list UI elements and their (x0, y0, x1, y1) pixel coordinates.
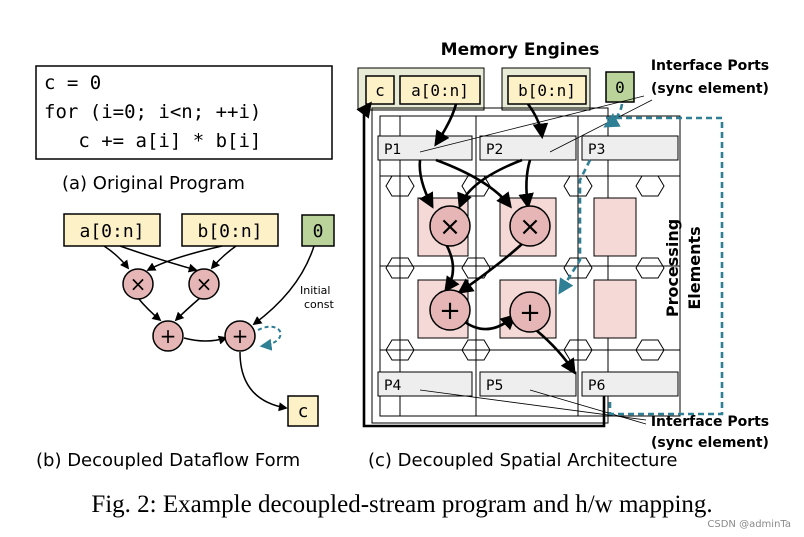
mapping-arrows (356, 101, 606, 428)
port-p1-label: P1 (384, 142, 401, 158)
port-p5 (479, 371, 577, 397)
mul-node-1-label: × (130, 272, 147, 296)
dashed-routing (558, 103, 724, 416)
feedback-loop-arrow (257, 325, 282, 351)
caption-b: (b) Decoupled Dataflow Form (36, 450, 300, 471)
mem-const-box (605, 71, 635, 103)
figure-caption: Fig. 2: Example decoupled-stream program… (91, 491, 712, 518)
memory-engines: c a[0:n] b[0:n] 0 (357, 67, 635, 111)
pe-add-2-label: + (519, 298, 541, 328)
stream-b-box (181, 213, 279, 247)
pe-add-2 (509, 291, 551, 333)
dataflow-edges (103, 245, 315, 412)
port-p5-label: P5 (486, 378, 503, 394)
pe-6 (593, 279, 637, 339)
mem-b-box (507, 75, 587, 105)
mem-b-label: b[0:n] (518, 81, 576, 100)
pe-label-2: Elements (685, 226, 704, 309)
annotation-lines (419, 95, 653, 425)
port-p4 (377, 371, 473, 397)
code-line-2: for (i=0; i<n; ++i) (44, 101, 261, 123)
mem-const-label: 0 (615, 78, 625, 97)
caption-a: (a) Original Program (62, 173, 245, 194)
add-node-2-label: + (232, 324, 249, 348)
code-line-3: c += a[i] * b[i] (44, 130, 261, 152)
add-node-1 (152, 320, 184, 352)
caption-c: (c) Decoupled Spatial Architecture (368, 450, 677, 471)
pe-add-1-label: + (439, 296, 461, 326)
add-node-2 (224, 320, 256, 352)
stream-a-label: a[0:n] (79, 221, 144, 242)
add-node-1-label: + (160, 324, 177, 348)
const-label: 0 (313, 221, 324, 242)
initial-const-note-2: const (304, 298, 334, 311)
port-p2 (479, 135, 577, 161)
mul-node-1 (122, 268, 154, 300)
mem-c-label: c (375, 81, 385, 100)
pe-mul-2 (509, 205, 551, 247)
port-p1 (377, 135, 473, 161)
output-c-box (287, 395, 319, 427)
pe-mul-1-label: × (439, 212, 461, 242)
watermark: CSDN @adminTa (707, 519, 791, 530)
mem-c-box (365, 75, 395, 105)
port-p2-label: P2 (486, 142, 503, 158)
memory-engines-title: Memory Engines (441, 40, 600, 60)
code-box (35, 65, 333, 160)
architecture-grid (371, 107, 681, 424)
port-p4-label: P4 (384, 378, 401, 394)
mem-a-box (399, 75, 481, 105)
const-box (301, 214, 335, 247)
stream-a-box (63, 213, 161, 247)
panel-b: a[0:n] b[0:n] 0 × × + + Initial const (36, 213, 335, 471)
panel-a: c = 0 for (i=0; i<n; ++i) c += a[i] * b[… (35, 65, 333, 194)
output-c-label: c (298, 401, 309, 422)
pe-add-1 (429, 289, 471, 331)
interface-top-line-1: Interface Ports (651, 58, 769, 74)
pe-mul-1 (429, 205, 471, 247)
pe-3 (593, 197, 637, 257)
stream-b-label: b[0:n] (197, 221, 262, 242)
mul-node-2-label: × (196, 272, 213, 296)
port-p3 (581, 135, 679, 161)
pe-label-1: Processing (663, 219, 682, 317)
panel-c: Memory Engines Interface Ports (sync ele… (356, 40, 769, 471)
pe-mul-2-label: × (519, 212, 541, 242)
port-p6-label: P6 (588, 378, 605, 394)
mul-node-2 (188, 268, 220, 300)
interface-bottom-line-1: Interface Ports (651, 414, 769, 430)
mem-a-label: a[0:n] (411, 81, 469, 100)
initial-const-note-1: Initial (300, 284, 330, 297)
port-p6 (581, 371, 679, 397)
interface-bottom-line-2: (sync element) (651, 435, 769, 451)
interface-top-line-2: (sync element) (651, 81, 769, 97)
code-line-1: c = 0 (44, 72, 101, 94)
port-p3-label: P3 (588, 142, 605, 158)
